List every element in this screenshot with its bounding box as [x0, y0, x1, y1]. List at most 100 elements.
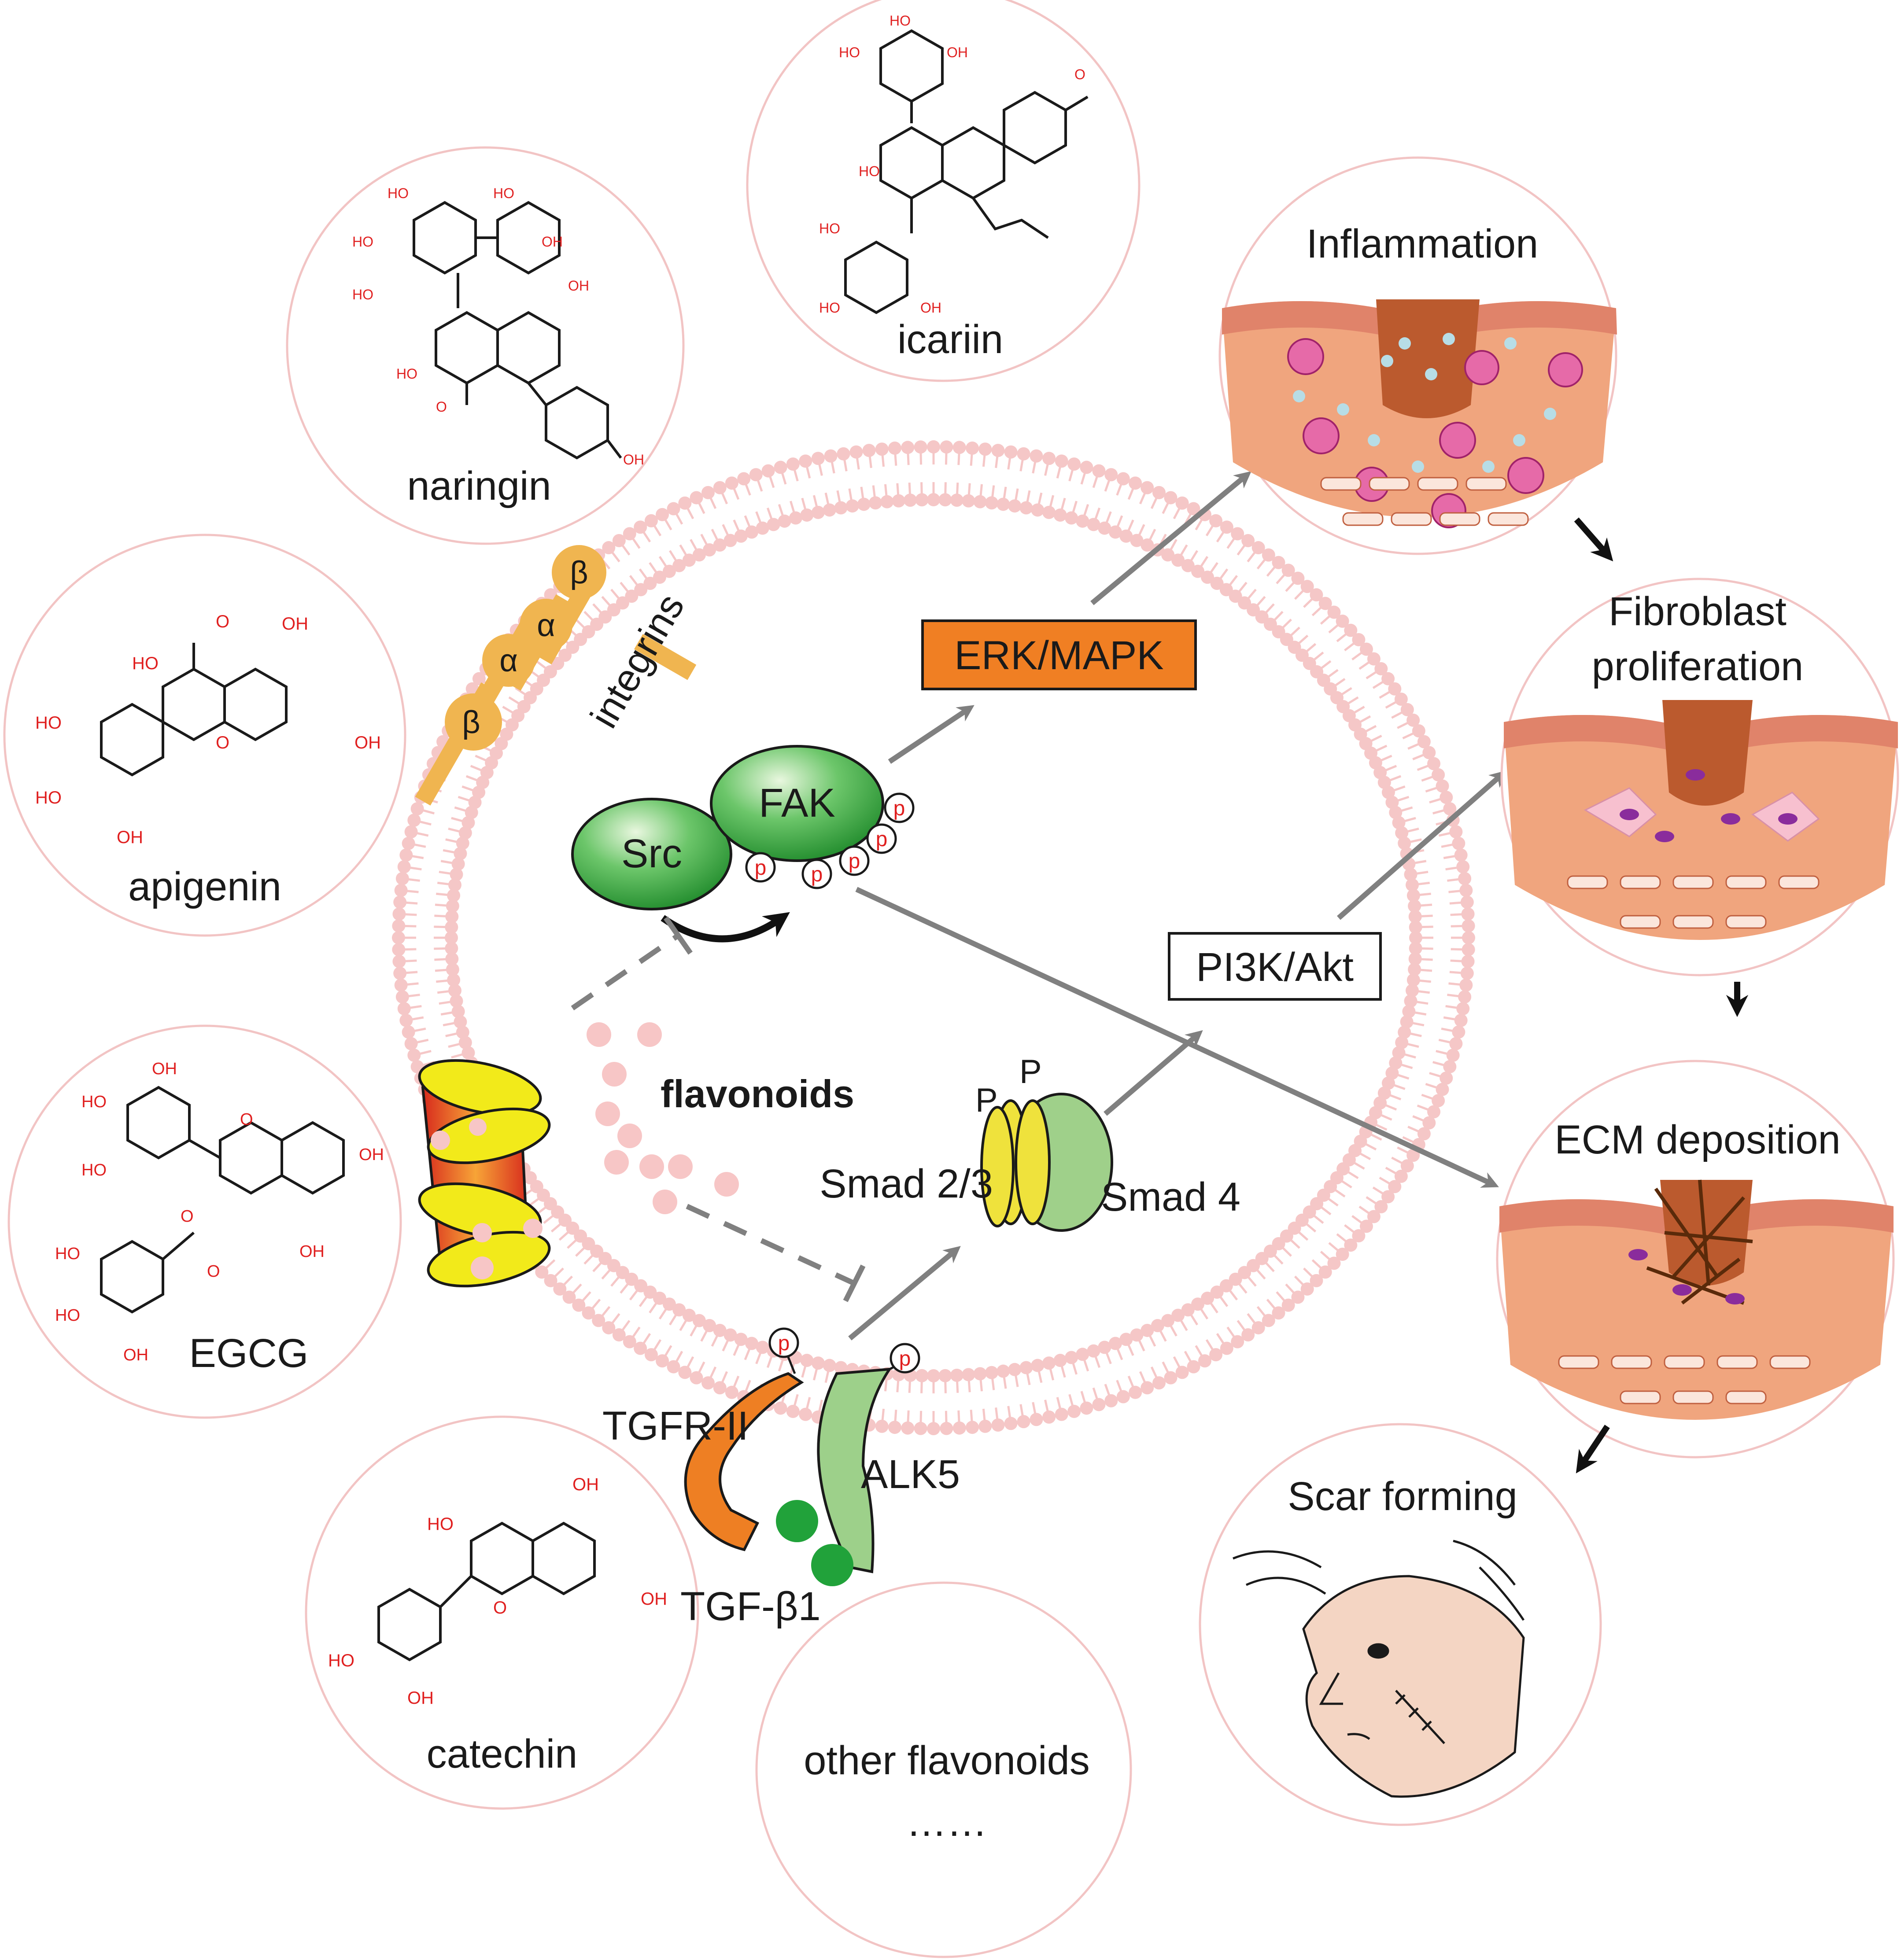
apigenin-structure	[100, 643, 288, 777]
p-site-2: p	[811, 863, 823, 886]
svg-text:OH: OH	[152, 1060, 177, 1078]
naringin-atoms: HO HO HO HO OH OH HO O OH	[352, 185, 644, 468]
svg-text:HO: HO	[396, 366, 417, 382]
svg-text:OH: OH	[123, 1346, 148, 1364]
compound-label-other: other flavonoids	[804, 1738, 1090, 1783]
tgf-receptors: p p TGFR-II ALK5 TGF-β1	[602, 1327, 960, 1629]
compound-label-naringin: naringin	[407, 464, 551, 508]
smad-p-1: P	[975, 1082, 998, 1119]
tgfr2-receptor	[684, 1372, 804, 1551]
svg-text:OH: OH	[282, 614, 308, 634]
stage-label-fibroblast-2: proliferation	[1592, 644, 1804, 689]
stage-label-ecm: ECM deposition	[1554, 1117, 1840, 1162]
svg-text:HO: HO	[352, 287, 373, 302]
scar-face-drawing	[1233, 1540, 1525, 1798]
compound-label-ellipsis: ……	[906, 1800, 987, 1845]
p-site-5: p	[893, 797, 905, 820]
svg-text:OH: OH	[920, 300, 941, 316]
svg-text:HO: HO	[427, 1514, 454, 1534]
integrin-beta-1: β	[462, 705, 480, 740]
stage-label-scar: Scar forming	[1288, 1474, 1517, 1519]
compound-naringin: HO HO HO HO OH OH HO O OH naringin	[286, 146, 685, 545]
icariin-atoms: HO HO OH HO HO HO OH O	[819, 13, 1085, 316]
svg-text:O: O	[181, 1207, 194, 1226]
svg-text:HO: HO	[819, 221, 840, 236]
pi3k-akt-label: PI3K/Akt	[1196, 945, 1354, 990]
fibroblast-skin	[1504, 700, 1898, 940]
compound-icariin: HO HO OH HO HO HO OH O icariin	[746, 0, 1141, 382]
svg-text:HO: HO	[388, 185, 409, 201]
alk5-receptor	[817, 1367, 892, 1573]
svg-text:OH: OH	[299, 1242, 325, 1261]
svg-text:OH: OH	[117, 828, 143, 847]
stage-scar: Scar forming	[1199, 1423, 1602, 1826]
alk5-label: ALK5	[861, 1452, 960, 1497]
apigenin-atoms: O OH HO HO HO OH O OH	[35, 612, 381, 847]
svg-text:O: O	[216, 612, 229, 631]
compound-label-catechin: catechin	[427, 1732, 578, 1776]
ecm-skin	[1499, 1179, 1894, 1420]
tgf-ligand-1	[776, 1500, 818, 1542]
svg-text:HO: HO	[839, 44, 860, 60]
svg-text:HO: HO	[35, 788, 62, 807]
alk5-p: p	[899, 1347, 911, 1371]
svg-text:OH: OH	[542, 234, 563, 250]
p-site-3: p	[849, 850, 860, 873]
inhibition-lines	[571, 916, 866, 1302]
inflammation-skin	[1222, 299, 1617, 528]
compound-other: other flavonoids ……	[755, 1581, 1132, 1958]
svg-text:HO: HO	[859, 163, 880, 179]
src-label: Src	[621, 831, 682, 876]
phosphorylation-sites	[745, 792, 915, 889]
integrin-alpha-1: α	[499, 643, 518, 678]
svg-text:OH: OH	[354, 733, 381, 752]
compound-apigenin: O OH HO HO HO OH O OH apigenin	[3, 534, 406, 937]
stage-fibroblast: Fibroblast proliferation	[1500, 578, 1899, 976]
stage-inflammation: Inflammation	[1218, 156, 1617, 555]
naringin-structure	[413, 201, 622, 460]
svg-text:HO: HO	[493, 185, 514, 201]
svg-text:OH: OH	[947, 44, 968, 60]
egcg-structure	[100, 1086, 345, 1314]
svg-text:HO: HO	[81, 1093, 107, 1111]
src-fak-complex: Src FAK p p p p p	[571, 745, 915, 943]
compound-egcg: OH HO HO O OH O OH O HO HO OH EGCG	[7, 1024, 402, 1419]
svg-text:OH: OH	[641, 1589, 667, 1609]
stage-ecm: ECM deposition	[1496, 1060, 1895, 1459]
svg-text:O: O	[436, 399, 447, 415]
fak-label: FAK	[759, 781, 835, 825]
svg-text:OH: OH	[568, 278, 589, 294]
svg-text:HO: HO	[35, 713, 62, 733]
catechin-structure	[377, 1522, 596, 1662]
smad23-label: Smad 2/3	[819, 1161, 993, 1206]
tgfb1-label: TGF-β1	[680, 1584, 821, 1629]
erk-mapk-label: ERK/MAPK	[954, 633, 1163, 678]
svg-text:O: O	[240, 1110, 253, 1129]
compound-catechin: OH HO O OH HO OH catechin	[305, 1415, 699, 1810]
svg-text:O: O	[1074, 66, 1085, 82]
svg-text:OH: OH	[407, 1688, 434, 1708]
catechin-atoms: OH HO O OH HO OH	[328, 1475, 667, 1708]
svg-text:HO: HO	[55, 1306, 80, 1325]
flavonoid-dots	[587, 1022, 739, 1214]
p-site-1: p	[755, 856, 767, 880]
src-fak-activation-arrow	[661, 912, 790, 943]
stage-label-fibroblast-1: Fibroblast	[1609, 589, 1787, 634]
svg-text:O: O	[207, 1262, 220, 1281]
smad-complex: P P Smad 2/3 Smad 4	[819, 1053, 1240, 1232]
svg-text:OH: OH	[572, 1475, 599, 1494]
compound-label-icariin: icariin	[897, 317, 1003, 362]
icariin-structure	[844, 29, 1089, 314]
svg-text:HO: HO	[890, 13, 911, 29]
svg-text:HO: HO	[55, 1245, 80, 1263]
svg-text:HO: HO	[328, 1651, 354, 1670]
smad-p-2: P	[1019, 1053, 1042, 1091]
svg-text:HO: HO	[819, 300, 840, 316]
tgf-ligand-2	[811, 1544, 853, 1586]
tgfr2-label: TGFR-II	[602, 1404, 749, 1448]
svg-text:OH: OH	[359, 1146, 384, 1164]
svg-text:O: O	[216, 733, 229, 752]
erk-mapk-box: ERK/MAPK	[921, 619, 1197, 690]
svg-text:HO: HO	[352, 234, 373, 250]
